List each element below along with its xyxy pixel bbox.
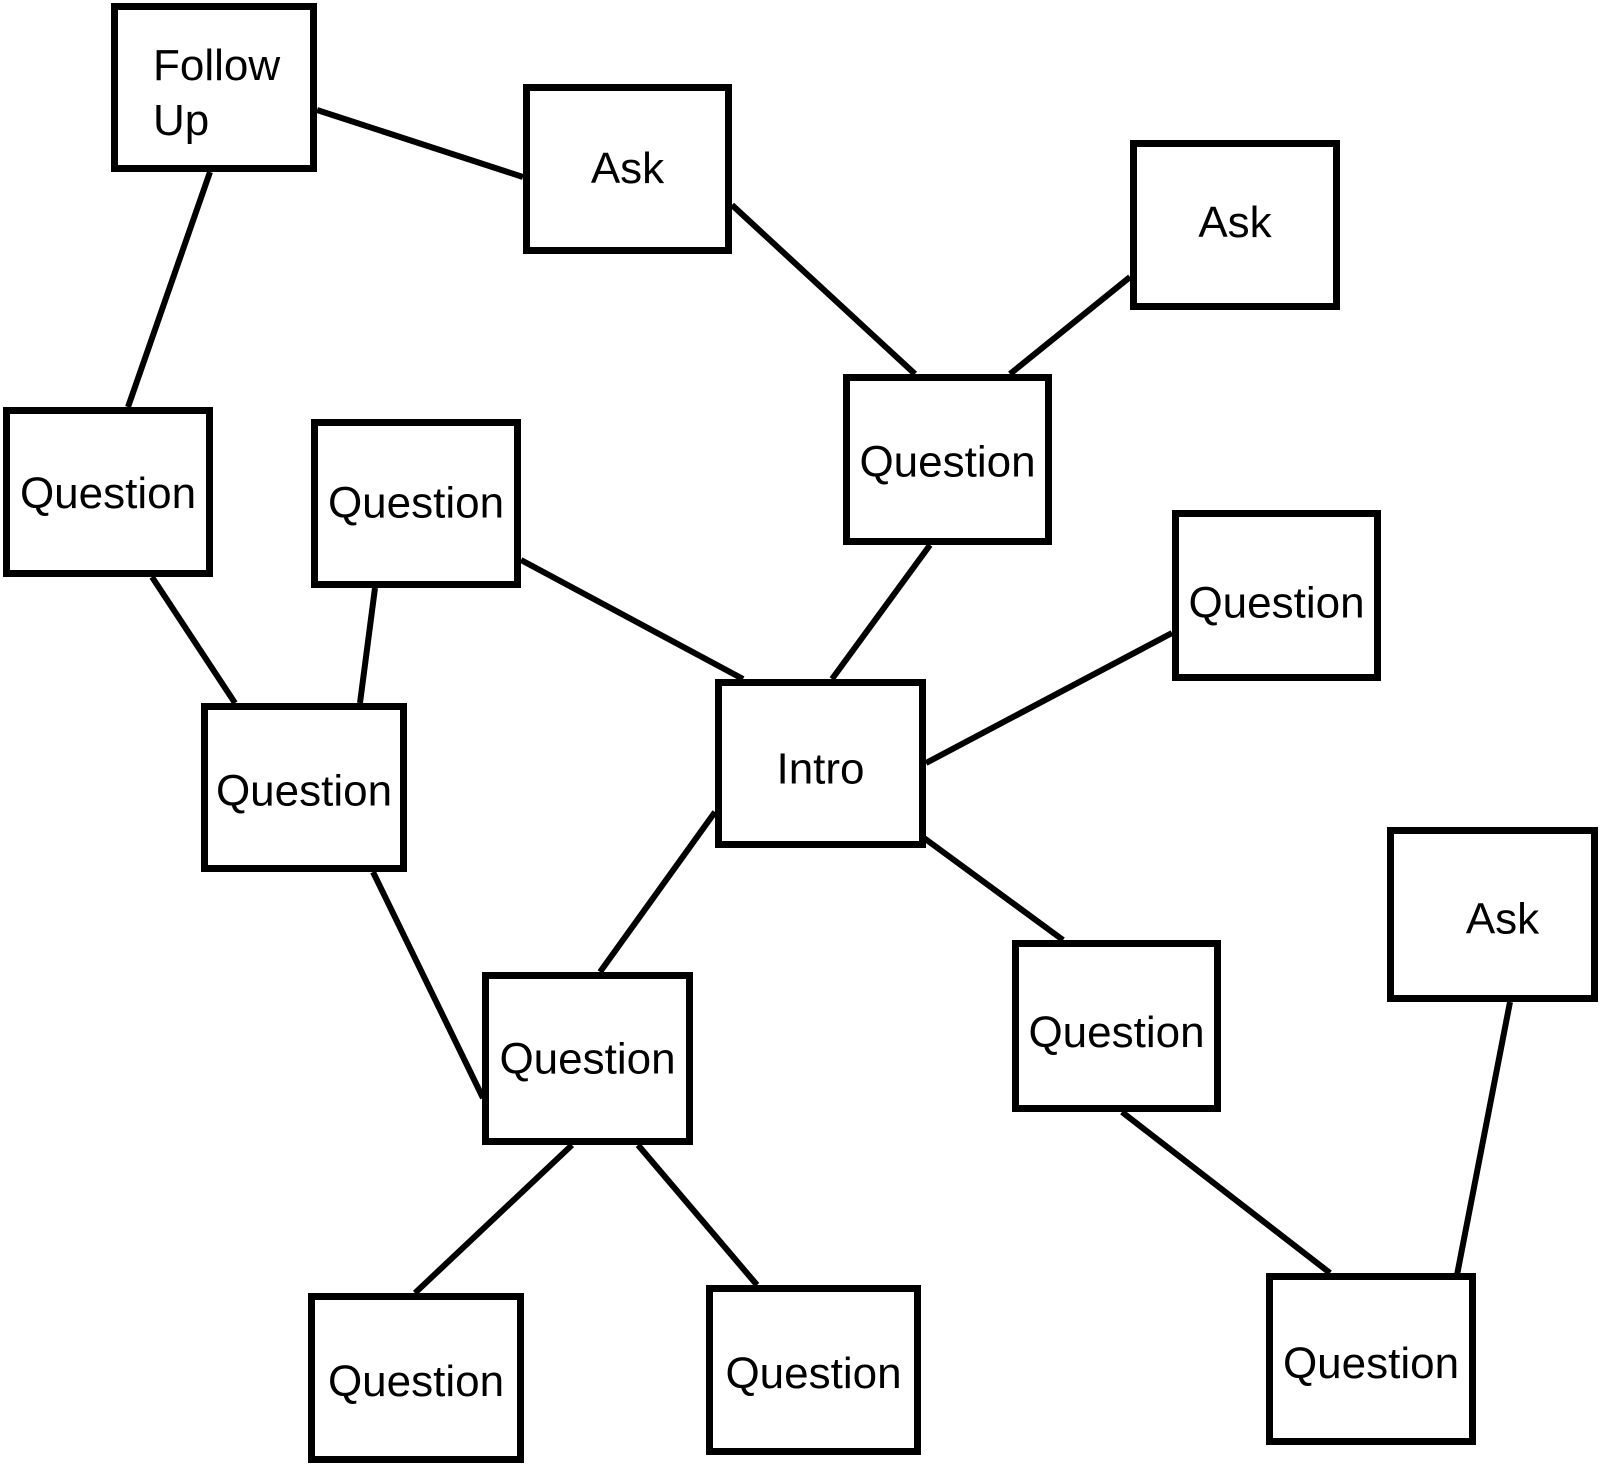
node-box-question-bottom-left — [308, 1293, 524, 1463]
node-label-question-bottom-center: Question — [725, 1349, 901, 1398]
edge-follow-up--ask-top — [316, 107, 524, 180]
node-box-question-mid — [201, 703, 407, 872]
node-label-question-midleft: Question — [328, 479, 504, 528]
node-question-upper: Question — [843, 374, 1052, 545]
node-box-ask-top — [523, 84, 732, 254]
node-label-ask-top-right: Ask — [1198, 198, 1272, 247]
node-box-question-bottom-center — [706, 1285, 921, 1455]
node-box-question-left — [3, 407, 213, 577]
node-question-lowright: Question — [1012, 940, 1221, 1112]
node-box-question-lowright — [1012, 940, 1221, 1112]
node-label-question-lowright: Question — [1028, 1008, 1204, 1057]
node-label-intro: Intro — [776, 745, 864, 794]
edge-intro--question-lowmid — [597, 810, 718, 974]
edge-question-lowmid--question-bottom-left — [412, 1142, 575, 1296]
node-box-ask-top-right — [1130, 140, 1340, 310]
node-question-left: Question — [3, 407, 213, 577]
node-question-right: Question — [1172, 510, 1381, 681]
node-label-line: Follow — [153, 41, 280, 90]
node-label-ask-right: Ask — [1466, 895, 1540, 944]
node-question-midleft: Question — [311, 419, 521, 588]
edge-question-left--question-mid — [149, 575, 238, 705]
node-label-line: Up — [153, 96, 209, 145]
node-label-ask-top: Ask — [591, 144, 665, 193]
edge-question-right--intro — [924, 630, 1174, 766]
node-label-question-lowmid: Question — [499, 1035, 675, 1084]
edge-question-upper--intro — [829, 543, 933, 681]
edge-question-midleft--question-mid — [357, 587, 378, 704]
node-box-question-right — [1172, 510, 1381, 681]
node-question-bottom-right: Question — [1266, 1273, 1476, 1445]
node-question-bottom-center: Question — [706, 1285, 921, 1455]
node-box-follow-up — [111, 3, 317, 172]
node-box-intro — [715, 679, 926, 848]
node-ask-right: Ask — [1387, 827, 1598, 1002]
node-intro: Intro — [715, 679, 926, 848]
edge-intro--question-lowright — [922, 835, 1065, 943]
node-box-question-bottom-right — [1266, 1273, 1476, 1445]
edge-question-mid--question-lowmid — [370, 870, 486, 1100]
node-label-question-left: Question — [20, 469, 196, 518]
edge-ask-right--question-bottom-right — [1454, 1001, 1513, 1276]
edge-question-lowright--question-bottom-right — [1120, 1109, 1332, 1276]
node-label-question-bottom-left: Question — [328, 1357, 504, 1406]
node-box-question-upper — [843, 374, 1052, 545]
node-ask-top: Ask — [523, 84, 732, 254]
node-ask-top-right: Ask — [1130, 140, 1340, 310]
node-question-lowmid: Question — [482, 972, 693, 1145]
edge-ask-top-right--question-upper — [1008, 274, 1132, 377]
edge-ask-top--question-upper — [729, 202, 918, 377]
node-label-question-mid: Question — [216, 767, 392, 816]
node-box-ask-right — [1387, 827, 1598, 1002]
node-box-question-lowmid — [482, 972, 693, 1145]
node-label-question-bottom-right: Question — [1283, 1339, 1459, 1388]
node-label-question-right: Question — [1188, 579, 1364, 628]
node-question-mid: Question — [201, 703, 407, 872]
edge-question-lowmid--question-bottom-center — [635, 1143, 760, 1287]
edges-layer — [125, 107, 1513, 1296]
node-box-question-midleft — [311, 419, 521, 588]
node-label-question-upper: Question — [859, 438, 1035, 487]
edge-follow-up--question-left — [125, 171, 213, 408]
edge-question-midleft--intro — [519, 557, 745, 682]
node-question-bottom-left: Question — [308, 1293, 524, 1463]
